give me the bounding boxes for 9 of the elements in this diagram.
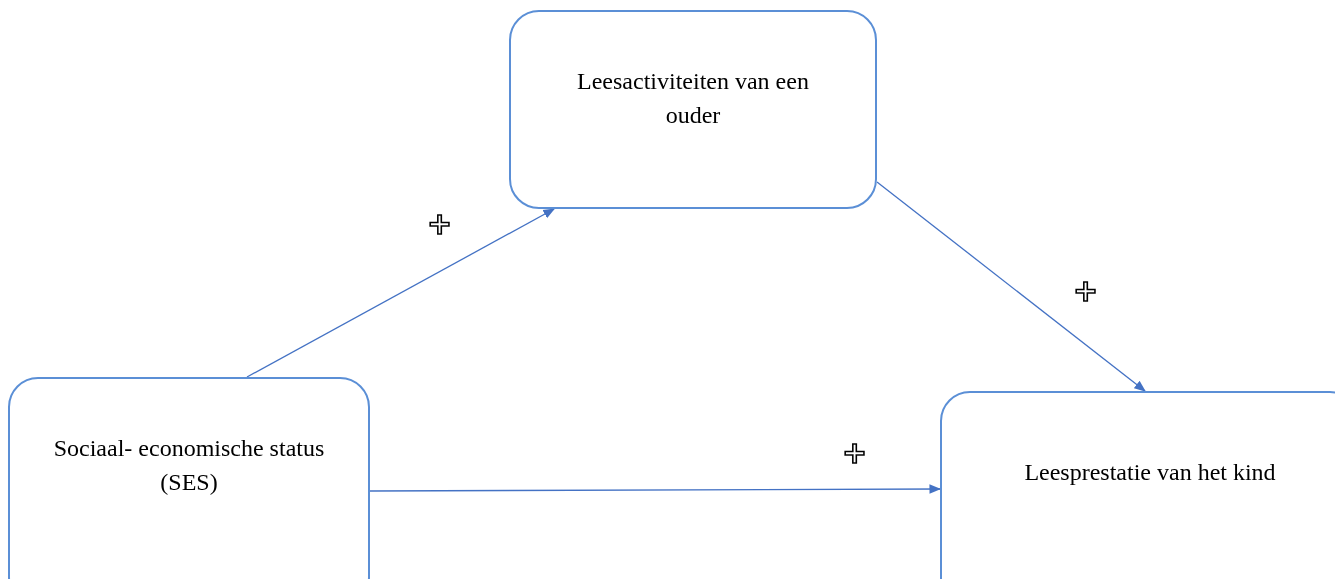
arrow [246,208,556,378]
node-text: Leesactiviteiten van een ouder [576,67,810,130]
node-text: Sociaal- economische status (SES) [52,434,326,497]
rounded-box [940,391,1335,579]
arrow [876,181,1146,392]
arrow [369,484,942,494]
rounded-box [8,377,370,579]
rounded-box [509,10,877,209]
node-text: Leesprestatie van het kind [1024,458,1276,487]
